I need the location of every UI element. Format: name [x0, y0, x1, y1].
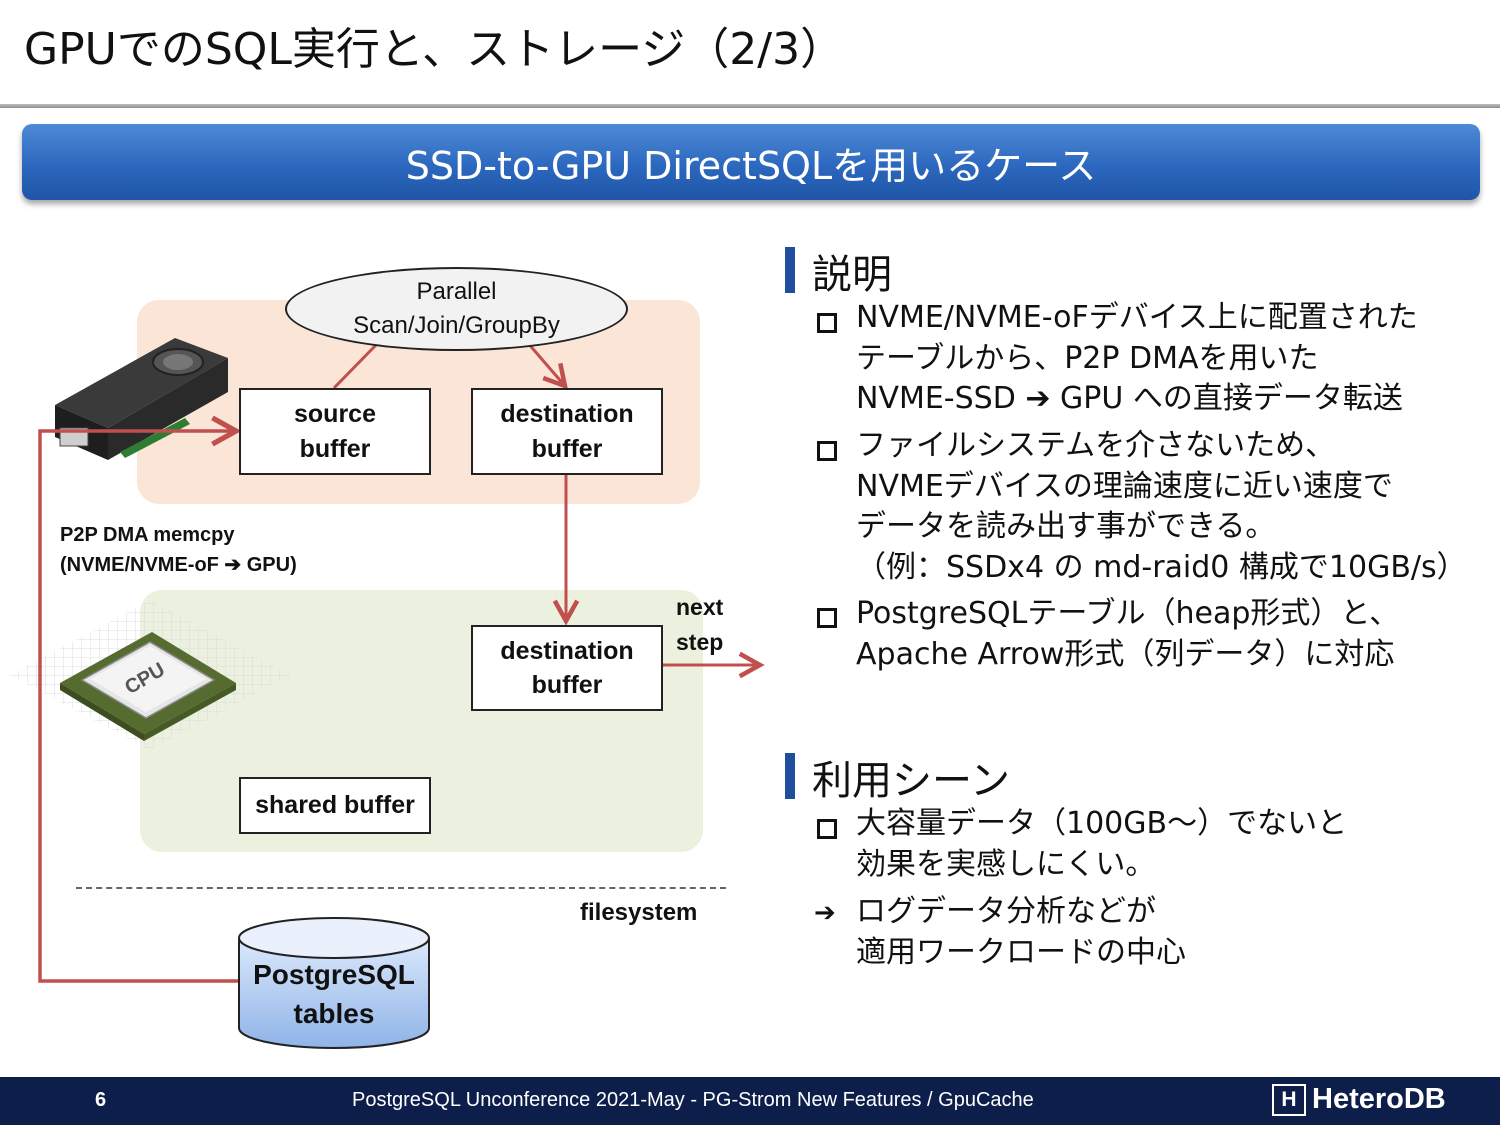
usage-section-bar	[785, 753, 795, 799]
footer-bar: 6 PostgreSQL Unconference 2021-May - PG-…	[0, 1077, 1500, 1125]
p2p-dma-arrow	[38, 431, 240, 983]
database-cylinder-icon	[238, 917, 430, 1049]
ellipse-to-source-line	[332, 342, 379, 390]
usage-arrow-bullet: ログデータ分析などが 適用ワークロードの中心	[856, 894, 1186, 970]
explanation-heading: 説明	[812, 252, 892, 298]
section-banner: SSD-to-GPU DirectSQLを用いるケース	[22, 124, 1480, 200]
square-bullet-icon	[817, 441, 837, 461]
parallel-scan-node: Parallel Scan/Join/GroupBy	[285, 267, 628, 351]
gpu-card-icon	[55, 338, 228, 460]
square-bullet-icon	[817, 313, 837, 333]
square-bullet-icon	[817, 608, 837, 628]
logo-mark-icon: H	[1272, 1083, 1306, 1116]
banner-text: SSD-to-GPU DirectSQLを用いるケース	[405, 143, 1097, 188]
shared-buffer-box: shared buffer	[239, 777, 431, 834]
usage-heading: 利用シーン	[812, 758, 1010, 804]
ellipse-to-destination-arrow	[525, 341, 565, 386]
explanation-bullet-1: NVME/NVME-oFデバイス上に配置された テーブルから、P2P DMAを用…	[856, 300, 1418, 416]
footer-text: PostgreSQL Unconference 2021-May - PG-St…	[352, 1089, 1034, 1111]
square-bullet-icon	[817, 819, 837, 839]
filesystem-label: filesystem	[580, 899, 698, 926]
right-arrow-icon: ➔	[814, 898, 836, 928]
explanation-bullet-2: ファイルシステムを介さないため、 NVMEデバイスの理論速度に近い速度で データ…	[856, 428, 1467, 585]
logo-text: HeteroDB	[1312, 1083, 1446, 1115]
explanation-section-bar	[785, 247, 795, 293]
title-divider	[0, 104, 1500, 108]
page-number: 6	[95, 1089, 107, 1111]
explanation-bullet-3: PostgreSQLテーブル（heap形式）と、 Apache Arrow形式（…	[856, 596, 1400, 672]
postgresql-tables-label: PostgreSQL tables	[253, 959, 415, 1030]
filesystem-divider	[76, 887, 726, 889]
gpu-destination-buffer-box: destination buffer	[471, 388, 663, 475]
p2p-dma-label: P2P DMA memcpy (NVME/NVME-oF ➔ GPU)	[60, 524, 297, 576]
next-step-label: next step	[676, 594, 724, 655]
usage-bullet-1: 大容量データ（100GB～）でないと 効果を実感しにくい。	[856, 806, 1348, 882]
heterodb-logo: H HeteroDB	[1272, 1083, 1446, 1116]
slide-title: GPUでのSQL実行と、ストレージ（2/3）	[24, 24, 845, 75]
source-buffer-box: source buffer	[239, 388, 431, 475]
host-destination-buffer-box: destination buffer	[471, 625, 663, 711]
cpu-chip-icon: CPU	[10, 600, 290, 750]
